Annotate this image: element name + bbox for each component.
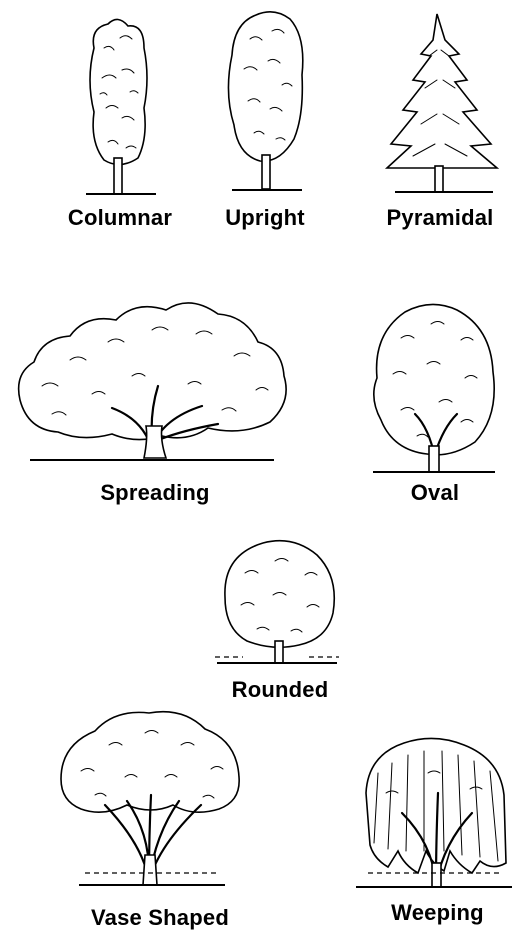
oval-tree-figure (365, 298, 505, 476)
columnar-tree-figure (60, 8, 180, 198)
spreading-tree-icon (12, 290, 292, 470)
label-columnar: Columnar (40, 205, 200, 231)
rounded-tree-figure (213, 535, 343, 670)
spreading-tree-figure (12, 290, 292, 470)
upright-tree-figure (210, 5, 320, 195)
rounded-tree-icon (213, 535, 343, 670)
label-pyramidal: Pyramidal (360, 205, 520, 231)
label-rounded: Rounded (205, 677, 355, 703)
pyramidal-tree-icon (375, 10, 505, 195)
label-vase-shaped: Vase Shaped (60, 905, 260, 931)
oval-tree-icon (365, 298, 505, 476)
columnar-tree-icon (60, 8, 180, 198)
weeping-tree-icon (352, 733, 517, 893)
label-weeping: Weeping (365, 900, 510, 926)
upright-tree-icon (210, 5, 320, 195)
label-oval: Oval (375, 480, 495, 506)
vase-shaped-tree-icon (55, 705, 245, 890)
weeping-tree-figure (352, 733, 517, 893)
vase-shaped-tree-figure (55, 705, 245, 890)
label-upright: Upright (200, 205, 330, 231)
pyramidal-tree-figure (375, 10, 505, 195)
label-spreading: Spreading (70, 480, 240, 506)
